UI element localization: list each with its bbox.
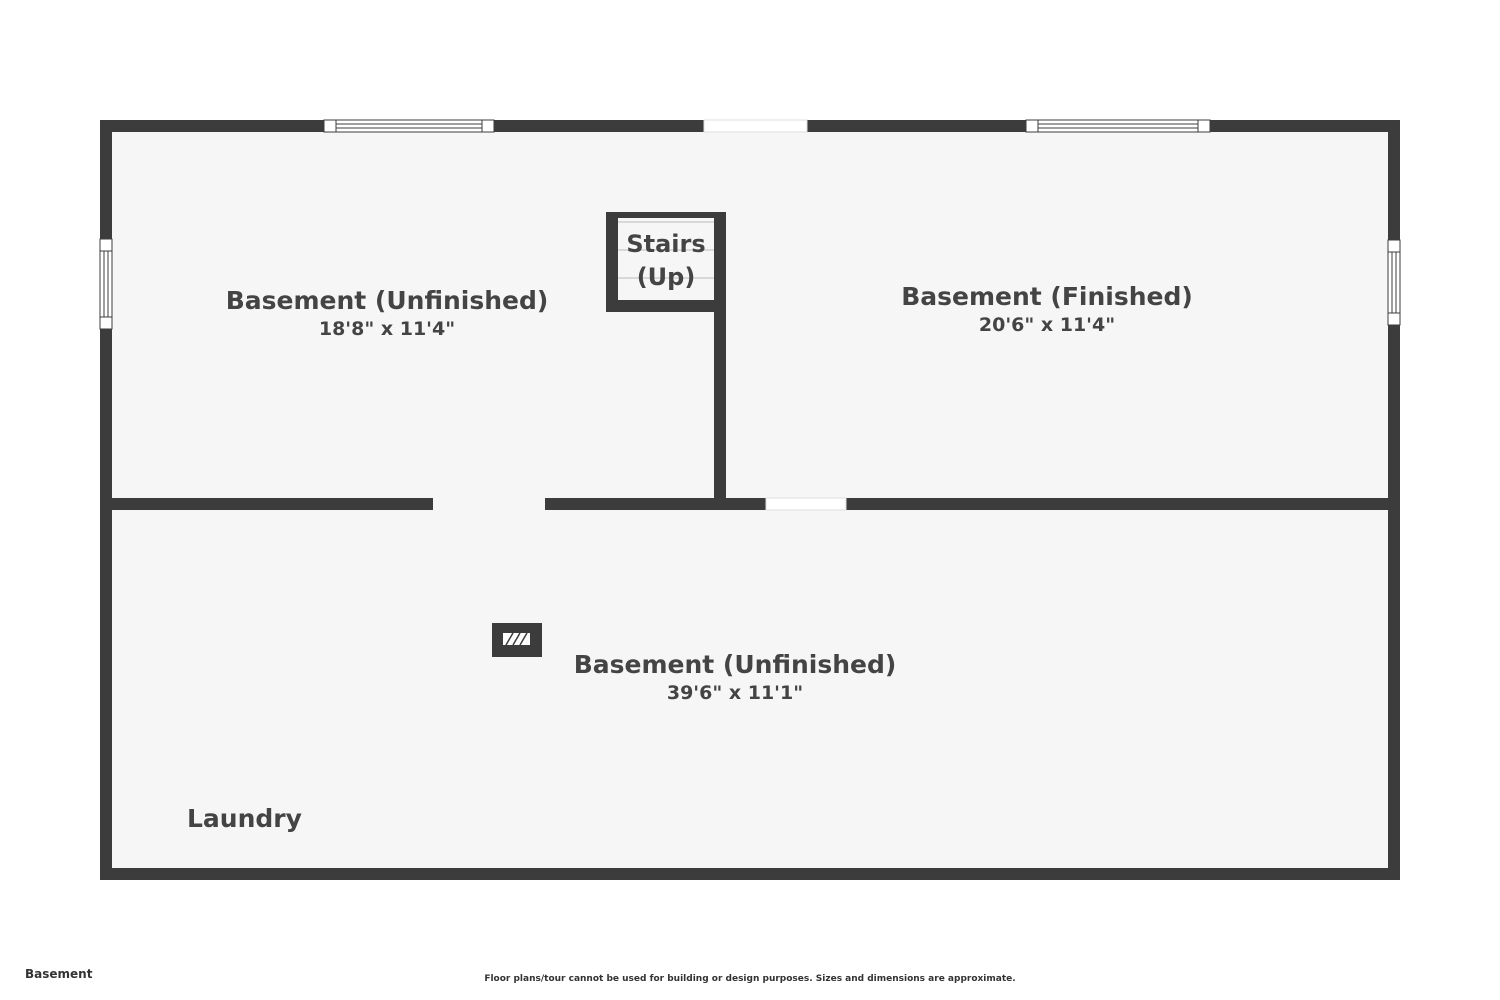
stairs-label-line2: (Up) [636,263,696,291]
stairs-icon [606,212,726,312]
laundry-label: Laundry [187,804,302,833]
stairs-label: Stairs (Up) [626,228,705,294]
stairs-label-line1: Stairs [626,230,706,258]
door-opening [703,119,808,133]
room-name: Basement (Unfinished) [225,286,549,315]
room-label-basement-unfinished-south: Basement (Unfinished) 39'6" x 11'1" [574,650,897,706]
room-dimensions: 18'8" x 11'4" [318,318,456,340]
interior-wall-horizontal [112,498,1388,510]
room-label-basement-unfinished-west: Basement (Unfinished) 18'8" x 11'4" [226,286,549,342]
window-icon [99,238,113,330]
window-icon [1387,239,1401,326]
door-opening [765,497,847,511]
window-icon [323,119,495,133]
window-icon [1025,119,1211,133]
room-label-basement-finished: Basement (Finished) 20'6" x 11'4" [901,282,1193,338]
fireplace-icon [492,623,542,657]
disclaimer-text: Floor plans/tour cannot be used for buil… [484,974,1016,984]
floor-name: Basement [25,967,93,981]
room-dimensions: 20'6" x 11'4" [978,314,1116,336]
room-name: Basement (Finished) [901,282,1193,311]
room-dimensions: 39'6" x 11'1" [666,682,804,704]
room-name: Basement (Unfinished) [573,650,897,679]
interior-wall-vertical [714,212,726,510]
